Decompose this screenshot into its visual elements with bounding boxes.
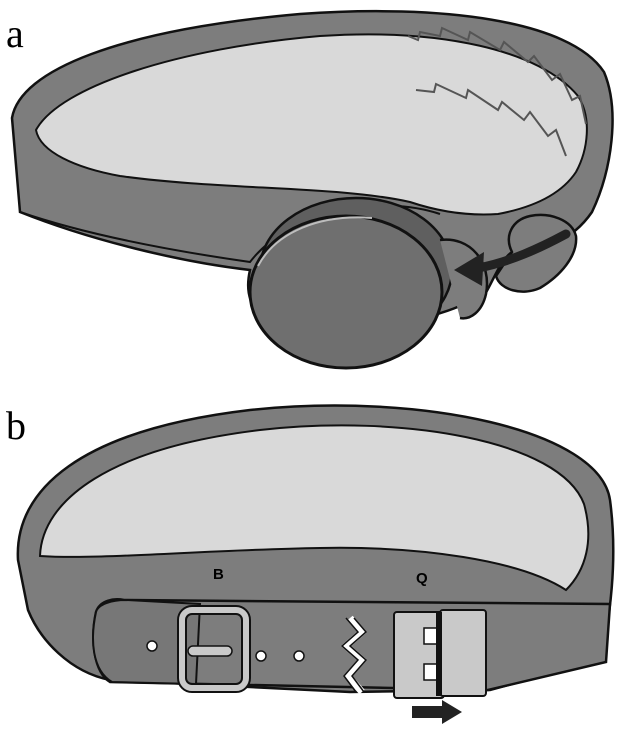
panel-label-a: a [6,11,24,56]
belt-inner [38,424,590,592]
belt-tongue-end [92,598,202,686]
rotation-arrow [473,229,571,273]
belt-hole-1 [146,640,158,652]
belt-break-outline [340,617,368,693]
clip-label: Q [416,570,428,587]
dial-face [248,214,444,370]
panel-label-b: b [6,403,26,448]
rotation-arrow-head [454,252,484,286]
slide-arrow-shaft [412,706,444,718]
dial-highlight [257,216,373,267]
panel-a-illustration [10,9,614,370]
buckle-prong [187,645,233,657]
clip-slot-1 [423,627,439,645]
belt-break [340,615,367,695]
clip-slot-2 [423,663,439,681]
buckle-frame-metal [179,607,249,691]
strap-notches [407,26,587,157]
headband-inner [34,33,588,216]
belt-hole-2 [255,650,267,662]
clip-right-plate [439,609,487,697]
clip-gap [436,612,442,696]
panel-b-illustration [16,404,615,724]
belt-hole-3 [293,650,305,662]
buckle-label: B [213,566,224,583]
slide-arrow-head [442,700,462,724]
